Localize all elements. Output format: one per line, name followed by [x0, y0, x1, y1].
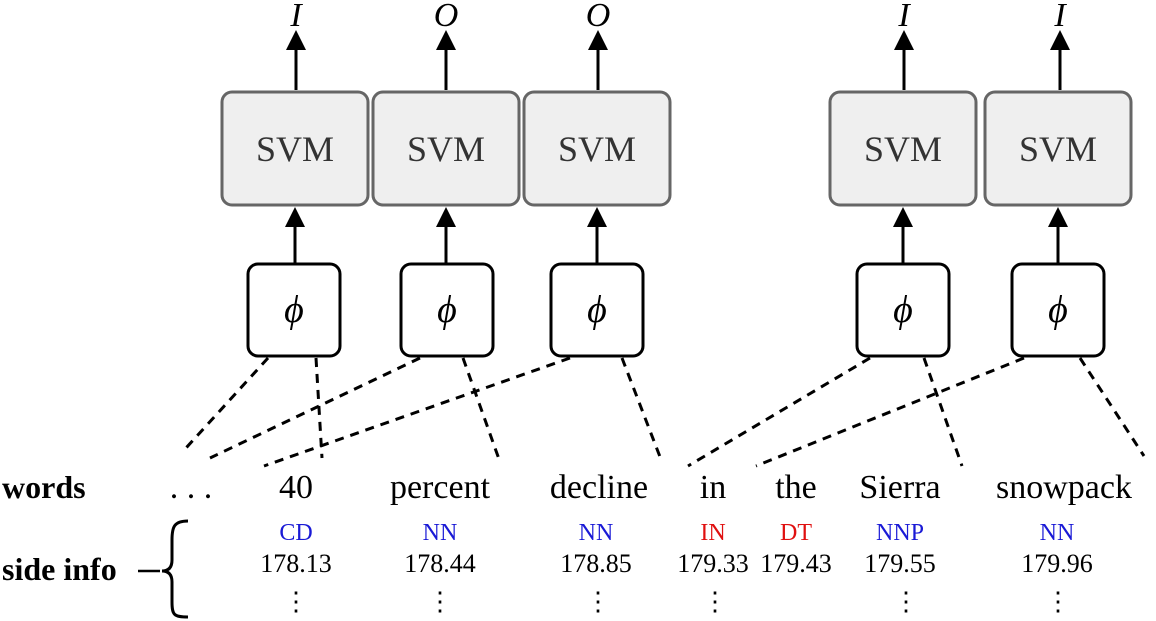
- pos-tag: NN: [1040, 520, 1075, 546]
- pos-tag: DT: [780, 520, 812, 546]
- svm-box: [220, 90, 370, 207]
- arrowhead-icon: [894, 30, 914, 50]
- arrowhead-icon: [893, 207, 913, 227]
- svm-box: [828, 90, 978, 207]
- vertical-ellipsis: ⋮: [702, 587, 728, 616]
- classifier-column: O SVM ϕ: [522, 0, 672, 358]
- pos-tag: CD: [279, 520, 312, 546]
- svm-label: SVM: [558, 129, 636, 169]
- timestamp-value: 178.44: [404, 549, 476, 578]
- vertical-ellipsis: ⋮: [585, 587, 611, 616]
- output-label: I: [1053, 0, 1067, 34]
- word-token: percent: [390, 469, 491, 506]
- pos-tag: NN: [423, 520, 458, 546]
- window-line: [620, 357, 664, 463]
- window-line: [922, 357, 964, 467]
- window-line: [263, 356, 571, 468]
- pos-tag: NNP: [876, 520, 924, 546]
- pos-tag: NN: [579, 520, 614, 546]
- pos-tag: IN: [700, 520, 725, 546]
- ellipsis: . . .: [170, 469, 213, 506]
- window-line: [184, 356, 270, 450]
- word-token: 40: [279, 469, 313, 506]
- classifier-column: O SVM ϕ: [371, 0, 521, 358]
- timestamp-value: 178.85: [560, 549, 632, 578]
- output-label: O: [586, 0, 611, 34]
- timestamp-value: 179.55: [864, 549, 936, 578]
- arrowhead-icon: [587, 207, 607, 227]
- vertical-ellipsis: ⋮: [893, 587, 919, 616]
- timestamp-value: 178.13: [260, 549, 332, 578]
- window-line: [755, 356, 1025, 468]
- feature-box: [399, 262, 495, 358]
- word-token: snowpack: [996, 469, 1132, 506]
- arrowhead-icon: [1050, 30, 1070, 50]
- feature-box: [855, 262, 951, 358]
- side-info-row-label: side info: [2, 551, 117, 587]
- phi-label: ϕ: [284, 289, 304, 331]
- words-row-label: words: [2, 469, 86, 505]
- phi-label: ϕ: [1048, 289, 1068, 331]
- vertical-ellipsis: ⋮: [1045, 587, 1071, 616]
- arrowhead-icon: [436, 30, 456, 50]
- arrowhead-icon: [286, 30, 306, 50]
- vertical-ellipsis: ⋮: [283, 587, 309, 616]
- svm-label: SVM: [864, 129, 942, 169]
- timestamp-value: 179.33: [677, 549, 749, 578]
- output-label: I: [289, 0, 303, 34]
- arrowhead-icon: [285, 207, 305, 227]
- svm-box: [371, 90, 521, 207]
- window-line: [209, 356, 421, 460]
- window-line: [687, 356, 871, 468]
- svm-box: [983, 90, 1133, 207]
- left-curly-brace-icon: [161, 519, 189, 619]
- feature-box: [1010, 262, 1106, 358]
- word-token: Sierra: [859, 469, 940, 506]
- classifier-column: I SVM ϕ: [828, 0, 978, 358]
- arrowhead-icon: [1048, 207, 1068, 227]
- svm-label: SVM: [1019, 129, 1097, 169]
- classifier-column: I SVM ϕ: [220, 0, 370, 358]
- timestamp-value: 179.43: [760, 549, 832, 578]
- phi-label: ϕ: [587, 289, 607, 331]
- window-line: [1078, 357, 1146, 457]
- word-token: the: [775, 469, 817, 506]
- word-token: in: [700, 469, 726, 506]
- vertical-ellipsis: ⋮: [427, 587, 453, 616]
- arrowhead-icon: [588, 30, 608, 50]
- timestamp-value: 179.96: [1021, 549, 1093, 578]
- arrowhead-icon: [436, 207, 456, 227]
- svm-label: SVM: [407, 129, 485, 169]
- word-token: decline: [550, 469, 648, 506]
- feature-box: [246, 262, 342, 358]
- phi-label: ϕ: [437, 289, 457, 331]
- phi-label: ϕ: [893, 289, 913, 331]
- feature-box: [549, 262, 645, 358]
- svm-box: [522, 90, 672, 207]
- svm-label: SVM: [256, 129, 334, 169]
- output-label: I: [897, 0, 911, 34]
- window-line: [314, 357, 324, 459]
- context-window-lines: [184, 356, 1146, 468]
- output-label: O: [434, 0, 459, 34]
- window-line: [461, 357, 502, 463]
- classifier-column: I SVM ϕ: [983, 0, 1133, 358]
